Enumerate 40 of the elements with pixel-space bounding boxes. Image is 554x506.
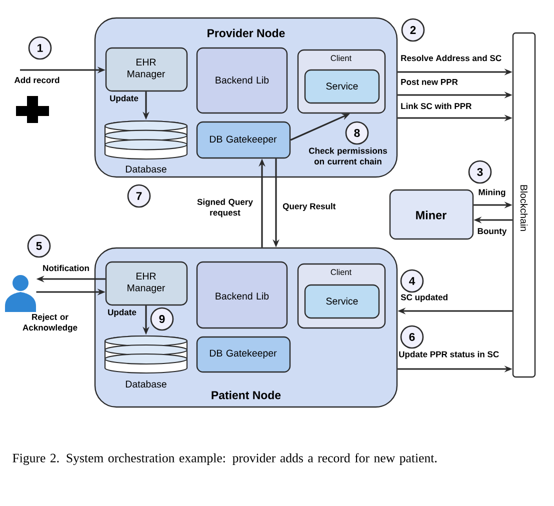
database-cylinder: Database [104,335,188,388]
callout-number: 2 [401,18,425,42]
blockchain-bar: Blockchain [512,32,536,378]
node-label: Database [126,380,166,388]
caption: Figure 2. System orchestration example: provider adds a record for new patient. [12,453,437,466]
edge-label: Bounty [478,228,507,236]
component-box: Service [304,69,380,104]
edge-label: Mining [478,189,506,197]
edge-label: Update [108,309,136,317]
edge-label: Query Result [282,203,336,211]
callout-number: 9 [150,307,174,331]
edge-label: Resolve Address and SC [401,54,502,62]
edge-label: Check permissions on current chain [309,148,387,164]
database-cylinder: Database [104,120,188,173]
component-box: Backend Lib [196,47,288,114]
edge-label: SC updated [400,294,448,302]
edge-label: Update [110,95,138,103]
node-label: Database [126,165,166,173]
edge-label: Post new PPR [401,79,458,85]
edge-label: Add record [14,76,60,84]
component-box: Miner [389,189,474,240]
person-icon [5,275,36,312]
callout-number: 1 [28,36,52,60]
callout-number: 5 [27,234,51,258]
callout-number: 4 [400,269,424,293]
edge-label: Link SC with PPR [401,102,472,110]
component-box: DB Gatekeeper [196,336,291,373]
edge-label: Update PPR status in SC [399,351,499,359]
edge-label: Reject or Acknowledge [22,314,78,332]
callout-number: 7 [127,184,151,208]
callout-number: 6 [400,325,424,349]
edge-label: Notification [43,264,89,272]
component-box: EHR Manager [105,47,188,92]
component-box: DB Gatekeeper [196,121,291,159]
component-box: Backend Lib [196,261,288,329]
component-box: Service [304,284,380,319]
callout-number: 3 [468,160,492,184]
edge-label: Signed Query request [197,198,253,218]
callout-number: 8 [345,121,369,145]
component-box: EHR Manager [105,261,188,306]
